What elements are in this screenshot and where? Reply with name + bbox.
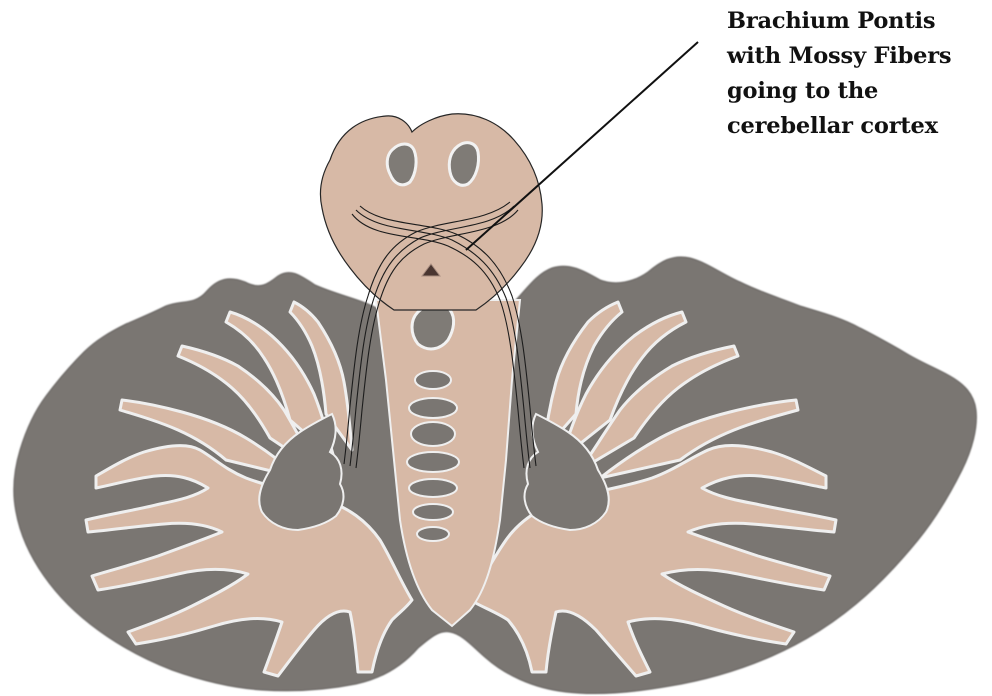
label-line-4: cerebellar cortex: [727, 109, 989, 144]
brachium-pontis-label: Brachium Pontis with Mossy Fibers going …: [727, 4, 989, 144]
label-line-3: going to the: [727, 74, 989, 109]
label-line-1: Brachium Pontis: [727, 4, 989, 39]
label-line-2: with Mossy Fibers: [727, 39, 989, 74]
fourth-ventricle: [412, 304, 454, 349]
